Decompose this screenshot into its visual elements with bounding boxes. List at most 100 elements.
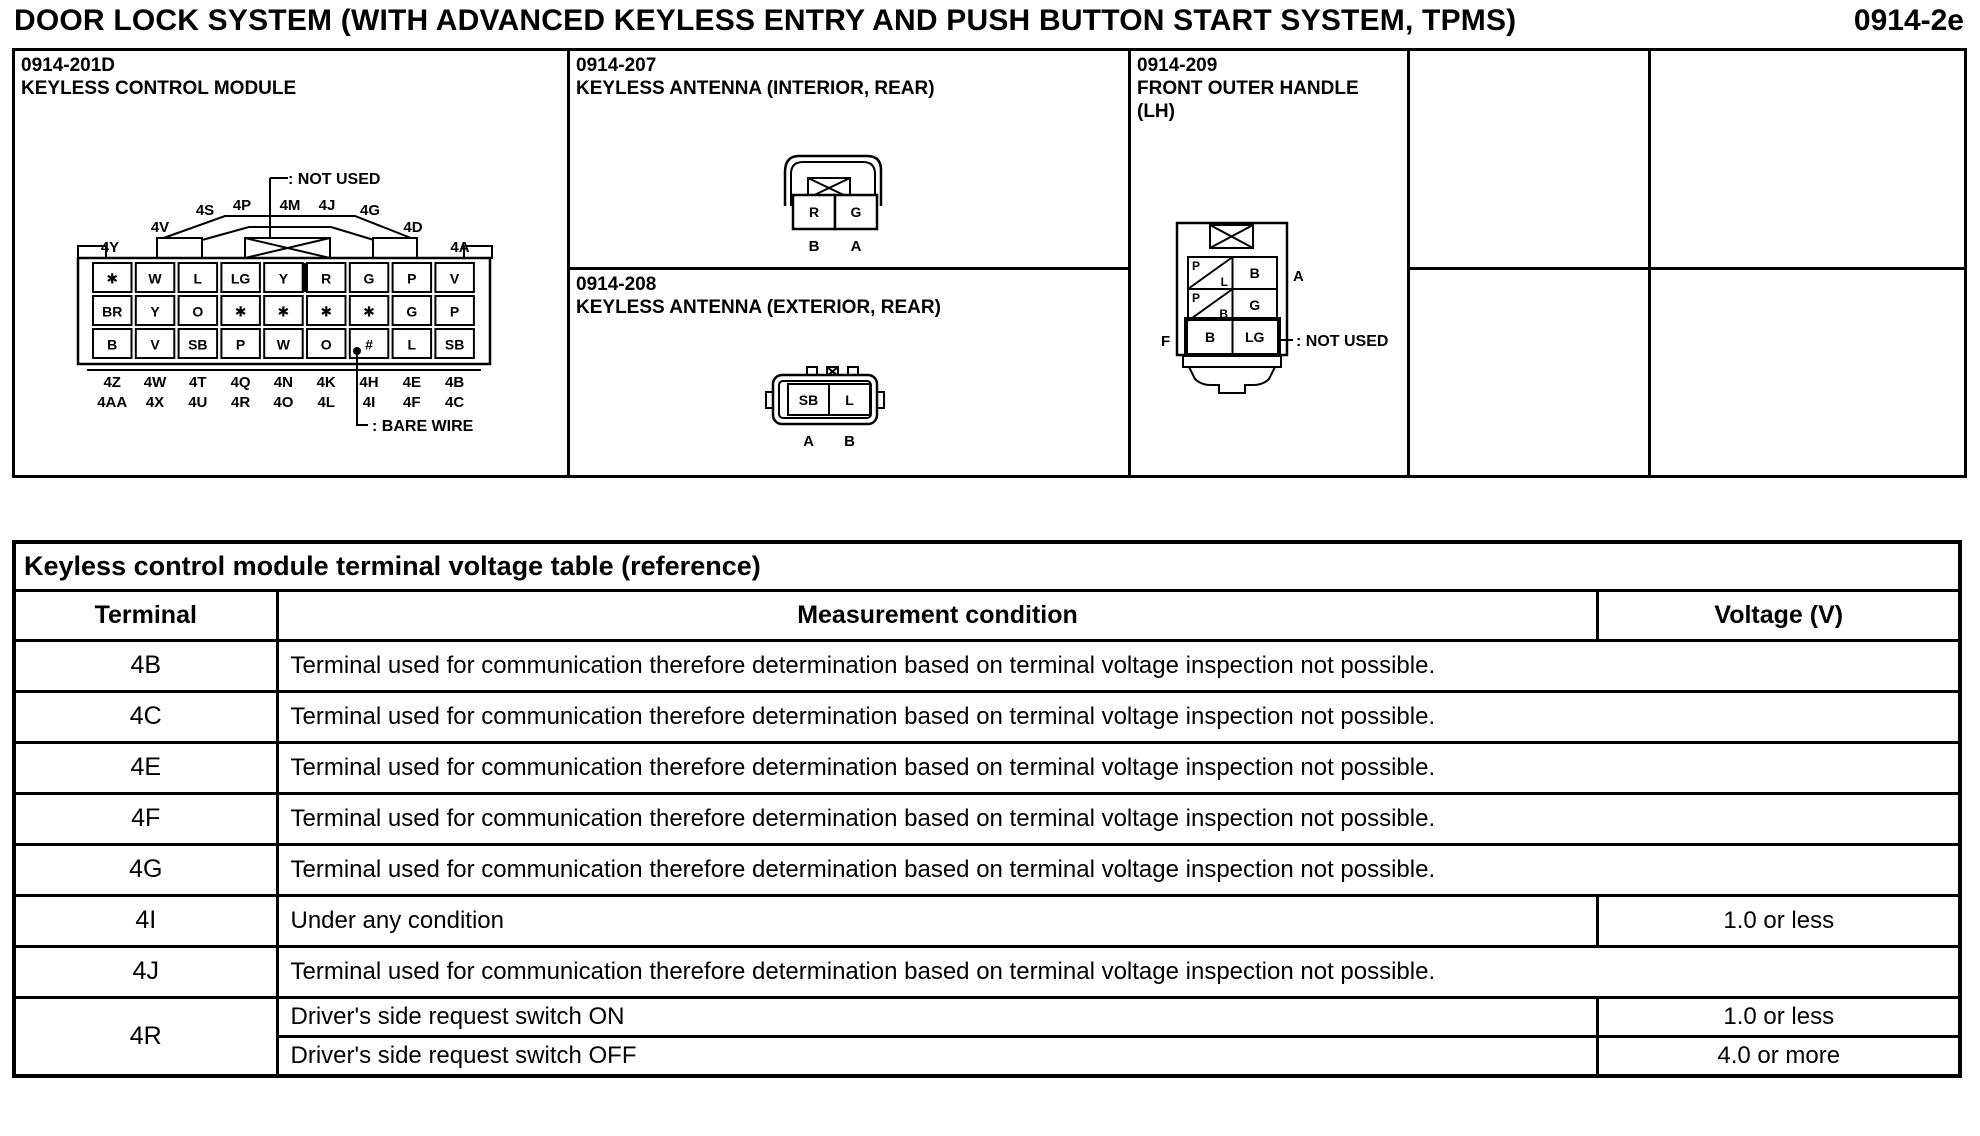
module-bottom-label: 4Z <box>103 374 121 391</box>
module-pin-label: SB <box>188 337 207 353</box>
module-top-label: 4V <box>151 219 169 236</box>
module-bottom-label: 4N <box>274 374 293 391</box>
module-pin-label: W <box>148 271 162 287</box>
pin-position-label: B <box>809 238 820 255</box>
table-header-row: Terminal Measurement condition Voltage (… <box>12 588 1962 642</box>
two-tone-wire-diagonals <box>1187 256 1234 322</box>
module-bottom-label: 4I <box>363 394 376 411</box>
condition-cell: Driver's side request switch OFF <box>275 1034 1600 1077</box>
module-pin-label: O <box>192 304 203 320</box>
page-code: 0914-2e <box>1853 4 1964 37</box>
module-pin-label: G <box>364 271 375 287</box>
keyless-antenna-interior-connector-diagram: R G B A <box>783 154 883 255</box>
module-pin-label: BR <box>102 304 122 320</box>
terminal-cell: 4E <box>12 740 279 795</box>
connector-name: KEYLESS ANTENNA (EXTERIOR, REAR) <box>576 297 941 318</box>
module-pin-box <box>92 295 133 326</box>
connector-id: 0914-201D <box>21 55 116 76</box>
module-pin-label: Y <box>279 271 289 287</box>
pin-label: B <box>1219 307 1228 321</box>
module-pin-label: V <box>150 337 160 353</box>
module-pin-box <box>220 328 261 359</box>
module-pin-label: L <box>408 337 417 353</box>
pin-position-label: A <box>803 433 814 450</box>
module-pin-label: P <box>450 304 459 320</box>
module-pin-label: LG <box>231 271 251 287</box>
module-bottom-label: 4L <box>317 394 335 411</box>
condition-cell: Driver's side request switch ON <box>275 995 1600 1038</box>
col-header-terminal: Terminal <box>12 588 279 642</box>
module-bottom-label: 4O <box>273 394 293 411</box>
module-pin-box <box>306 295 347 326</box>
module-pin-box <box>306 262 347 293</box>
module-pin-label: R <box>321 271 331 287</box>
module-pin-label: ✱ <box>320 304 332 320</box>
condition-cell: Terminal used for communication therefor… <box>275 791 1962 846</box>
col-header-voltage: Voltage (V) <box>1596 588 1962 642</box>
connector-header: 0914-208 KEYLESS ANTENNA (EXTERIOR, REAR… <box>570 270 1128 319</box>
terminal-cell: 4R <box>12 995 279 1077</box>
module-pin-box <box>263 328 304 359</box>
connector-shell-lip <box>1182 354 1282 368</box>
module-bottom-label: 4C <box>445 394 464 411</box>
module-pin-label: W <box>277 337 291 353</box>
voltage-cell: 1.0 or less <box>1596 995 1962 1038</box>
module-pin-box <box>177 262 219 293</box>
connector-id: 0914-207 <box>576 55 657 76</box>
module-pin-box <box>220 295 261 326</box>
pin-label: G <box>851 204 862 220</box>
module-top-label: 4M <box>280 197 301 214</box>
module-bottom-label: 4U <box>188 394 207 411</box>
module-bottom-label: 4H <box>359 374 378 391</box>
connector-name: KEYLESS ANTENNA (INTERIOR, REAR) <box>576 78 935 99</box>
module-pin-label: ✱ <box>278 304 290 320</box>
module-bottom-label: 4X <box>146 394 164 411</box>
front-outer-handle-connector-diagram: P L B P B G B LG A F : NOT USED <box>1161 221 1388 394</box>
module-pin-box <box>177 295 219 326</box>
pin-box <box>833 193 879 231</box>
module-pin-box <box>434 328 475 359</box>
pin-position-label: B <box>844 433 855 450</box>
page-header: DOOR LOCK SYSTEM (WITH ADVANCED KEYLESS … <box>14 4 1964 38</box>
condition-cell: Terminal used for communication therefor… <box>275 944 1962 999</box>
not-used-key-cross <box>244 237 331 259</box>
condition-cell: Terminal used for communication therefor… <box>275 842 1962 897</box>
module-top-label: 4D <box>403 219 422 236</box>
voltage-cell: 1.0 or less <box>1596 893 1962 948</box>
connector-header: 0914-201D KEYLESS CONTROL MODULE <box>15 51 567 100</box>
module-pin-box <box>391 262 433 293</box>
module-pin-label: B <box>107 337 117 353</box>
module-pin-box <box>92 262 133 293</box>
module-bottom-label: 4B <box>445 374 464 391</box>
condition-cell: Terminal used for communication therefor… <box>275 689 1962 744</box>
voltage-table-section: Keyless control module terminal voltage … <box>12 540 1962 1078</box>
module-pin-box <box>434 262 475 293</box>
connector-corner-label-f: F <box>1161 333 1170 350</box>
module-top-label: 4Y <box>101 239 119 256</box>
pin-box <box>1231 256 1278 290</box>
pin-label: G <box>1249 297 1260 313</box>
module-pin-box <box>134 295 176 326</box>
pin-label: B <box>1205 329 1215 345</box>
pin-label: P <box>1192 291 1200 305</box>
condition-cell: Under any condition <box>275 893 1600 948</box>
pin-position-label: A <box>851 238 862 255</box>
terminal-cell: 4G <box>12 842 279 897</box>
module-pin-box <box>391 295 433 326</box>
not-used-key-cross <box>1209 224 1254 249</box>
voltage-cell: 4.0 or more <box>1596 1034 1962 1077</box>
connector-tab-right <box>372 237 418 259</box>
pin-label: L <box>1221 275 1228 289</box>
top-label-leader-outer <box>157 215 417 241</box>
module-pin-label: Y <box>150 304 160 320</box>
